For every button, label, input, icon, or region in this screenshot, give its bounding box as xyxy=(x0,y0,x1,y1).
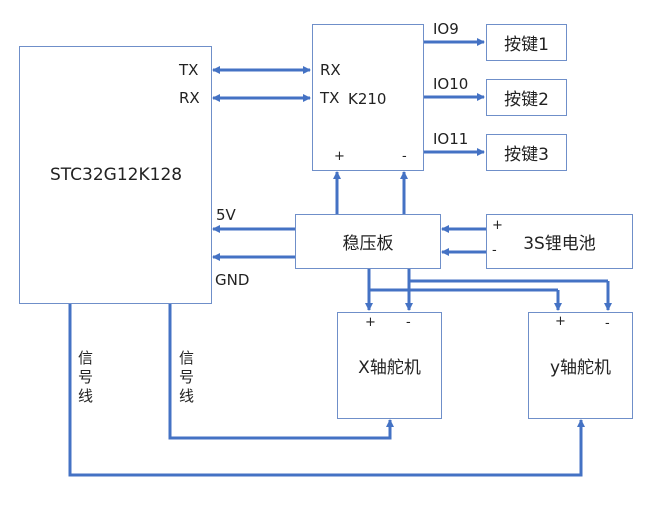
servo-y-block: y轴舵机 xyxy=(528,312,633,419)
servo-y-name: y轴舵机 xyxy=(549,358,612,378)
button-block-2: 按键2 xyxy=(486,79,567,116)
button-block-1: 按键1 xyxy=(486,24,567,61)
battery-plus-label: + xyxy=(492,218,503,233)
mcu-tx-label: TX xyxy=(179,61,199,79)
battery-minus-label: - xyxy=(492,243,497,258)
k210-block xyxy=(312,24,424,171)
io11-label: IO11 xyxy=(433,130,469,148)
wire-servo-plus-bus xyxy=(367,268,558,292)
servo-y-plus-label: + xyxy=(555,314,566,329)
servo-x-block: X轴舵机 xyxy=(337,312,442,419)
regulator-name: 稳压板 xyxy=(342,234,394,254)
battery-block: 3S锂电池 xyxy=(486,214,633,269)
servo-y-minus-label: - xyxy=(605,316,610,331)
regulator-block: 稳压板 xyxy=(295,214,441,269)
button-block-3: 按键3 xyxy=(486,134,567,171)
k210-rx-label: RX xyxy=(320,61,341,79)
button-2-label: 按键2 xyxy=(504,90,549,110)
io10-label: IO10 xyxy=(433,75,469,93)
mcu-block xyxy=(19,46,212,304)
k210-tx-label: TX xyxy=(320,89,340,107)
k210-name: K210 xyxy=(348,90,387,108)
servo-x-name: X轴舵机 xyxy=(358,358,421,378)
wire-signal-x xyxy=(168,303,394,440)
wire-servo-minus-bus xyxy=(407,268,608,283)
mcu-rx-label: RX xyxy=(179,89,200,107)
wire-signal-y xyxy=(68,303,585,477)
mcu-gnd-label: GND xyxy=(215,271,250,289)
mcu-name: STC32G12K128 xyxy=(50,165,183,185)
button-1-label: 按键1 xyxy=(504,35,549,55)
servo-x-plus-label: + xyxy=(365,315,376,330)
mcu-5v-label: 5V xyxy=(216,206,236,224)
battery-name: 3S锂电池 xyxy=(523,234,596,254)
servo-x-minus-label: - xyxy=(406,315,411,330)
button-3-label: 按键3 xyxy=(504,145,549,165)
k210-minus-label: - xyxy=(402,149,407,164)
signal-label-y: 信号线 xyxy=(76,350,94,407)
signal-label-x: 信号线 xyxy=(177,350,195,407)
io9-label: IO9 xyxy=(433,20,459,38)
k210-plus-label: + xyxy=(334,149,345,164)
